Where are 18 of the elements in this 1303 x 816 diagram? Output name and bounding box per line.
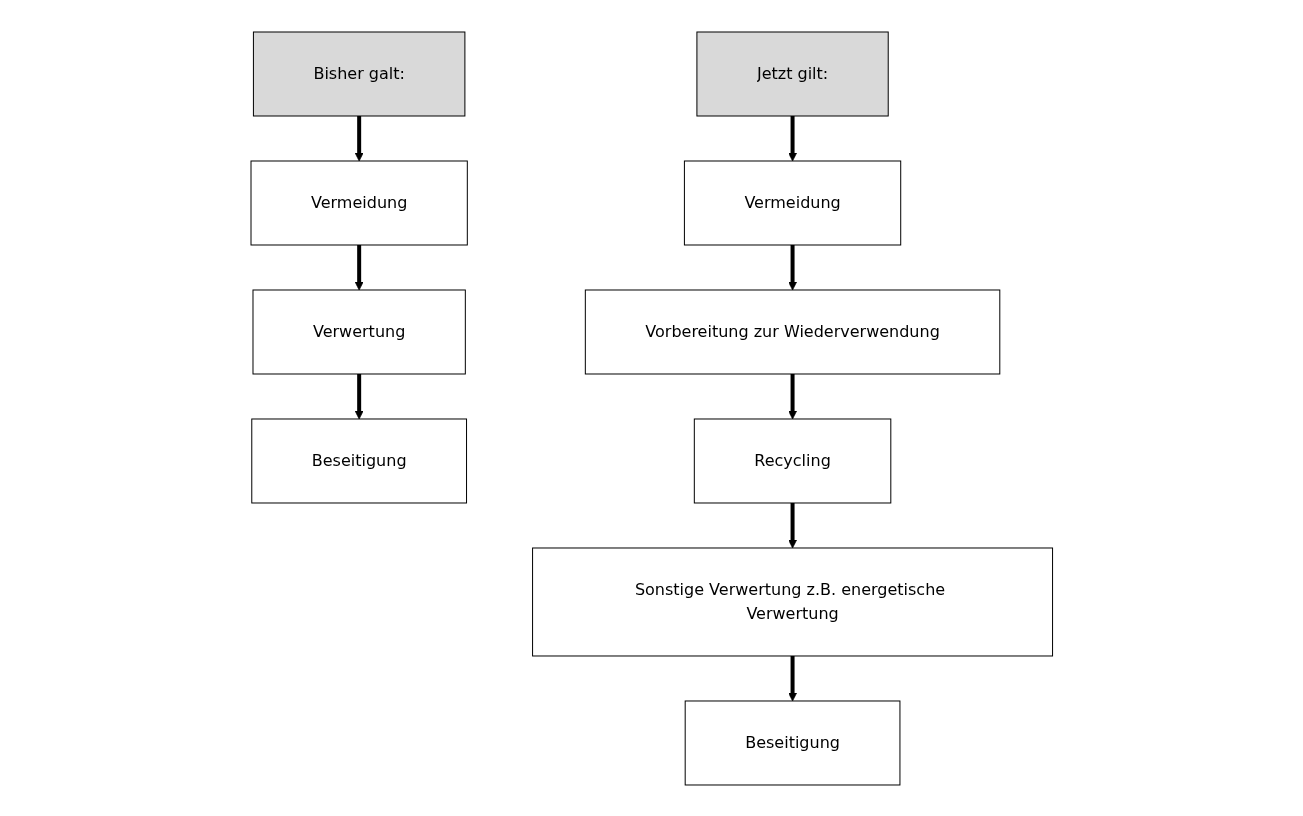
arrow [787,502,797,548]
node-box: Vermeidung [250,160,468,245]
node-box: Verwertung [252,289,466,374]
node-box: Beseitigung [251,418,467,503]
node-box: Bisher galt: [252,31,466,116]
arrow [787,373,797,419]
node-box: Vermeidung [683,160,901,245]
node-box: Recycling [693,418,892,503]
arrow [787,655,797,701]
arrow [354,244,364,290]
arrow [787,115,797,161]
node-box: Beseitigung [684,700,901,785]
node-box: Sonstige Verwertung z.B. energetische Verwertung [531,547,1053,656]
node-box: Jetzt gilt: [696,31,889,116]
node-box: Vorbereitung zur Wiederverwendung [584,289,1000,374]
arrow [354,373,364,419]
arrow [354,115,364,161]
arrow [787,244,797,290]
